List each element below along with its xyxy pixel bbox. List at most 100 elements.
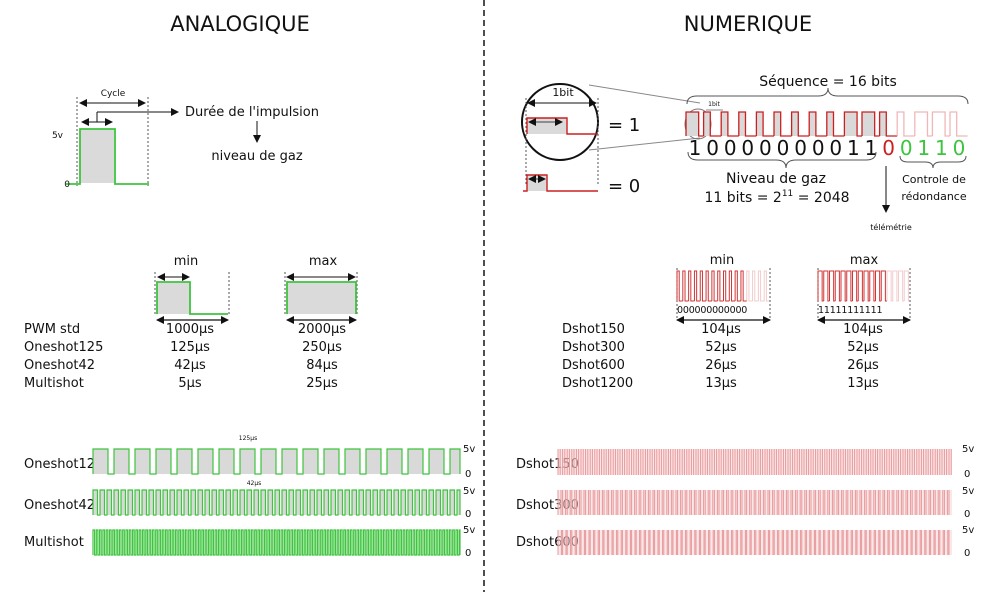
pulse-fill [443,490,448,515]
pulse-fill [100,490,105,515]
pulse-fill [310,490,315,515]
bit1-signal [526,117,598,135]
protocol-name: PWM std [24,322,80,337]
bit-signal [746,270,753,302]
pulse-fill [387,449,402,474]
bit-fill [791,112,799,136]
pulse-fill [429,449,444,474]
pulse-fill [408,449,423,474]
analog-min-label: min [174,254,199,269]
table-row: Oneshot125 125µs 250µs [24,340,342,355]
bit-fill [826,112,834,136]
bit-signal [808,111,827,137]
bit-signal [880,270,887,302]
bit-signal [738,111,757,137]
throttle-brace [687,151,877,169]
bit-signal [875,270,882,302]
pulse-fill [422,490,427,515]
table-row: PWM std 1000µs 2000µs [24,322,346,337]
bit0-fill [527,175,547,191]
pulse-fill [408,490,413,515]
pulse-fill [436,490,441,515]
bit-signal [878,111,898,137]
bit-fill [686,112,699,136]
pulse-fill [282,490,287,515]
protocol-name: Oneshot125 [24,340,103,355]
cycle-label: Cycle [101,89,126,99]
bit-signal [834,270,841,302]
bit-signal [892,270,899,302]
train-label-multishot: Multishot [24,535,84,550]
bit-fill [844,112,858,136]
throttle-level-label: niveau de gaz [211,149,302,164]
pulse-fill [184,490,189,515]
pulse-fill [296,490,301,515]
protocol-min: 1000µs [166,322,214,337]
eq-zero-label: = 0 [608,176,640,197]
bit-signal [734,270,741,302]
train-0-label: 0 [465,548,471,559]
protocol-min: 104µs [701,322,741,337]
train-band [558,449,952,475]
min-pulse-signal [156,281,228,315]
protocol-min: 42µs [174,358,206,373]
pulse-fill [205,490,210,515]
pulse-fill [429,490,434,515]
bit-signal [949,111,968,137]
throttle-bit: 1 [865,136,878,160]
train-5v-label: 5v [463,444,475,455]
bit-signal [757,270,765,302]
pulse-fill [394,490,399,515]
bit-signal [843,111,862,137]
throttle-bit: 1 [689,136,702,160]
pulse-fill [156,449,171,474]
protocol-min: 13µs [705,376,737,391]
sequence-brace [686,87,969,105]
max-pulse-fill [287,282,356,314]
protocol-min: 26µs [705,358,737,373]
digital-max-signal [817,268,911,318]
pulse-fill [107,490,112,515]
pulse-fill [415,490,420,515]
pulse-fill [303,490,308,515]
train-signal [92,529,461,556]
pulse-fill [380,490,385,515]
table-row: Dshot600 26µs 26µs [562,358,879,373]
pulse-fill [401,490,406,515]
digital-min-max: min max 000000000000 11111111111 [676,253,911,324]
train-5v-label: 5v [962,525,974,536]
bit-signal [823,270,830,302]
bit-signal [773,111,792,137]
multishot-train [92,529,461,556]
bit-signal [717,270,724,302]
sequence-label: Séquence = 16 bits [759,74,897,90]
pulse-fill [93,490,98,515]
bit-signal [840,270,847,302]
table-row: Multishot 5µs 25µs [24,376,338,391]
train-5v-label: 5v [463,486,475,497]
digital-bit-explainer: 1bit = 1 = 0 [521,83,701,197]
bit-signal [705,270,712,302]
digital-min-signal [676,268,771,318]
protocol-max: 2000µs [298,322,346,337]
pulse-fill [289,490,294,515]
pulse-fill [247,490,252,515]
telemetry-label: télémétrie [870,222,912,232]
bit-signal [699,270,707,302]
bit-signal [863,270,870,302]
pulse-fill [198,490,203,515]
bit-signal [688,270,695,302]
train-5v-label: 5v [962,486,974,497]
pulse-duration-label: Durée de l'impulsion [185,105,319,120]
digital-title: NUMERIQUE [684,12,812,36]
train-label-oneshot42: Oneshot42 [24,498,95,513]
pulse-fill [282,449,297,474]
dshot150-train [557,449,952,475]
bit-signal [685,111,704,137]
digital-max-bits: 11111111111 [818,305,882,316]
pulse-fill [366,490,371,515]
bit-signal [857,270,864,302]
